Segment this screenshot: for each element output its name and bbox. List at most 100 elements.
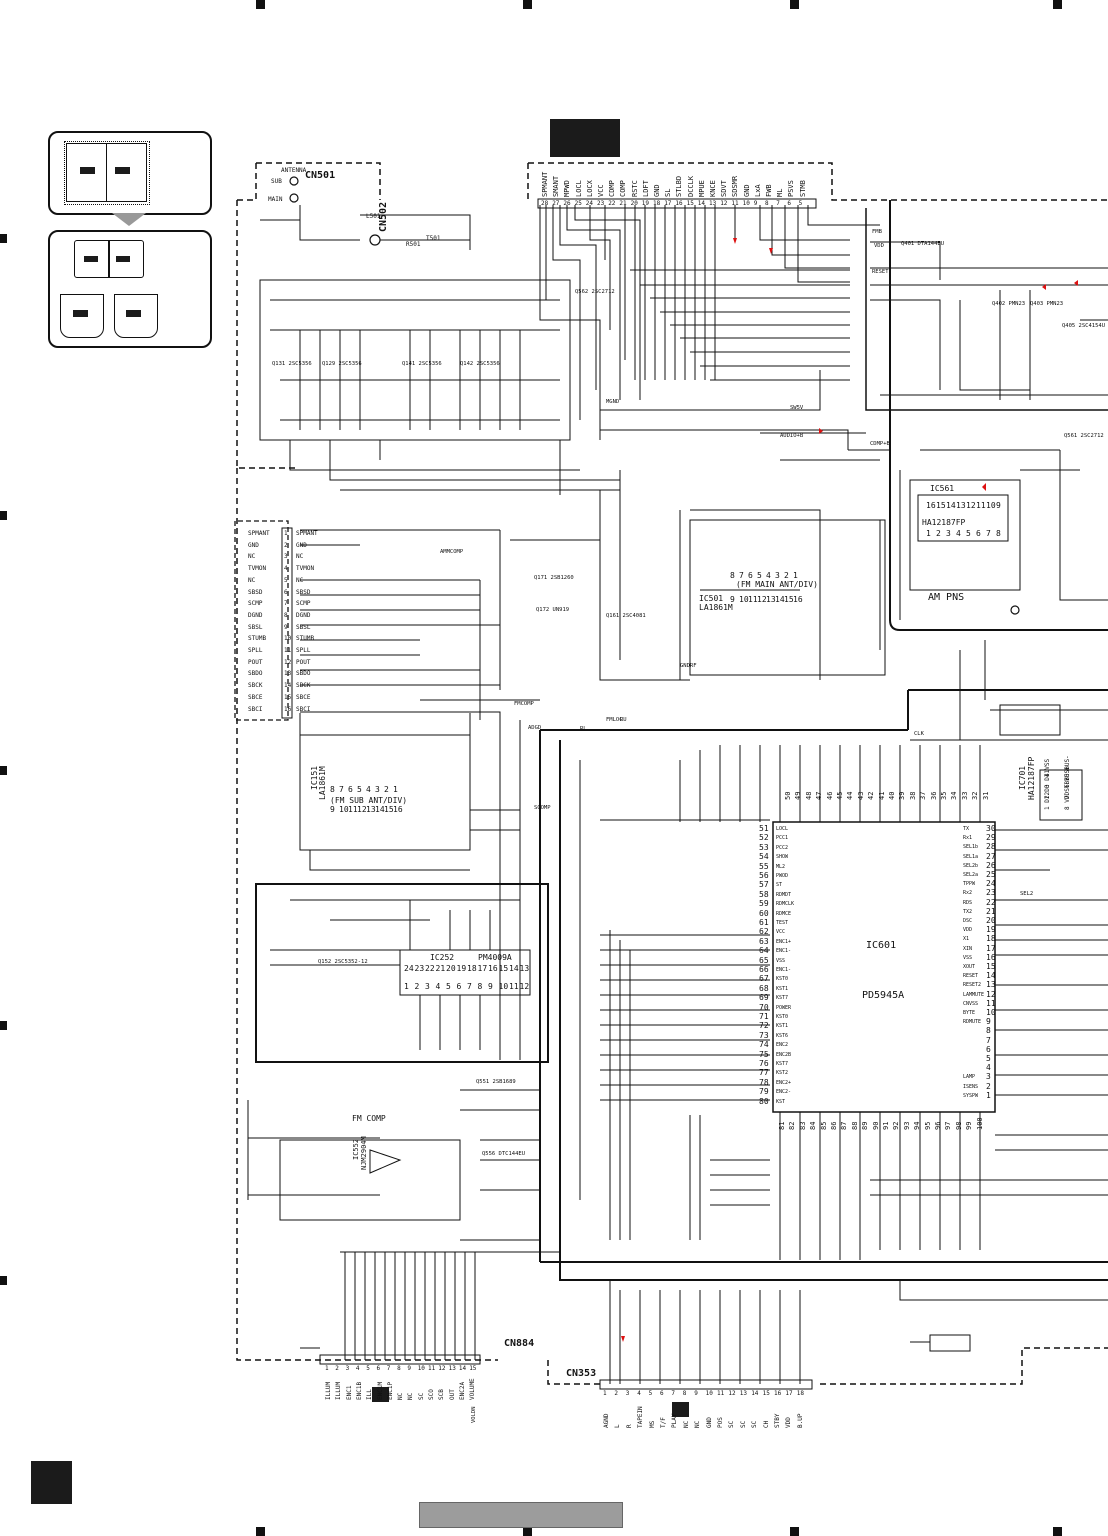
ic601-left-pin-signal: KST [776,1098,786,1105]
transistor-label: Q152 2SC5352-12 [318,959,368,965]
transistor-label: Q403 PMN23 [1030,301,1064,307]
ic601-left-pin-number: 76 [759,1059,769,1068]
bottom-left-connector-pin-label: ENC1M [376,1381,384,1400]
top-connector-pin-number: 25 [574,200,582,207]
ic561-pin-number: 3 [946,529,951,538]
ic252-pin-number: 18 [467,964,477,973]
ic151-pin-number: 3 [375,785,380,794]
top-connector-pin-label: SPMANT [541,171,549,197]
bottom-left-connector-pin-label: ENC2A [458,1381,466,1400]
ic501-pin-number: 16 [793,595,803,604]
bottom-left-connector-pin-label: ENC1P [386,1381,394,1400]
bottom-left-connector-pin-number: 9 [407,1365,412,1372]
ic601-right-pin-number: 16 [986,952,996,962]
ic501-ref: IC501 [699,594,724,603]
ic151-pin-number: 12 [357,805,367,814]
top-connector-pin-number: 15 [686,200,694,207]
ic601-bottom-pin-number: 91 [882,1121,890,1130]
ic601-top-pin-number: 38 [908,791,917,800]
bottom-left-connector-pin-label: ILLUM [325,1381,332,1400]
ic601-bottom-pin-number: 96 [934,1121,942,1130]
page-key-page-right [114,294,158,338]
page-key-mark [116,256,130,262]
left-connector-pin-number: 2 [284,541,288,549]
net-label: ADGD [528,725,542,731]
ic601-left-pin-number: 70 [759,1002,769,1012]
ic601-right-pin-number: 12 [986,989,996,999]
ic601-left-pin-number: 52 [759,833,769,843]
ic601-right-pin-number: 9 [986,1017,991,1027]
sheet-page-block [31,1461,72,1504]
ic601-left-pin-number: 54 [759,852,769,862]
net-label: FMLOC [606,717,623,723]
transistor-label: Q129 2SC5356 [322,361,362,367]
ic601-right-pin-signal: Rx2 [963,890,973,897]
ic552-title: FM COMP [352,1114,386,1123]
ic501-part: LA1861M [699,603,733,612]
registration-mark [0,511,7,520]
ic601-right-pin-signal: SEL2a [963,872,979,878]
ic151-pin-number: 10 [339,805,349,814]
left-connector-pin-label: SBDO [248,670,263,678]
ic252-pin-number: 17 [477,964,488,973]
ic601-right-pin-signal: SYSPW [963,1092,979,1099]
left-connector-pin-number: 5 [284,576,288,584]
left-connector-net-label: SCMP [296,600,311,608]
ic601-top-pin-number: 35 [940,791,948,800]
left-connector-pin-label: SBCE [248,693,263,701]
ic601-left-pin-signal: KST6 [776,1032,789,1039]
ic601-left-pin-number: 61 [759,918,769,927]
ic601-left-pin-number: 57 [759,880,769,890]
ic601-left-pin-number: 66 [759,965,769,974]
left-connector-pin-label: SPLL [248,647,263,654]
bottom-left-connector-pin-label: ILLUM [335,1381,343,1400]
ic601-bottom-pin-number: 95 [923,1121,932,1130]
ic601-right-pin-signal: TPPW [963,881,976,888]
top-connector-pin-number: 9 [753,200,758,207]
ic552-part: NJM2904M [360,1136,368,1170]
ic601-ref: IC601 [866,940,897,951]
bottom-right-connector-pin-number: 12 [728,1390,736,1397]
left-connector-pin-label: SBSL [248,623,263,631]
bottom-left-connector-pin-label: NC [407,1392,415,1400]
top-connector-pin-label: GND [742,184,751,197]
ic252-pin-number: 7 [467,982,472,991]
ic601-right-pin-signal: RDS [963,899,973,906]
bottom-right-connector-pin-label: CH [762,1420,770,1428]
page-key-bottom [48,230,212,348]
ic601-bottom-pin-number: 83 [798,1121,807,1130]
ic601-right-pin-signal: LAMP [963,1074,976,1081]
registration-mark [256,1527,265,1536]
left-connector-pin-number: 3 [284,553,288,561]
ic252-pin-number: 22 [425,964,435,973]
bottom-left-connector-pin-label: VOLUME [469,1378,477,1400]
bottom-right-connector-pin-number: 15 [762,1390,770,1397]
ic601-left-pin-signal: KST0 [776,976,789,983]
ic601-bottom-pin-number: 93 [902,1121,911,1130]
bottom-right-connector-pin-label: AGND [603,1413,610,1428]
left-connector-net-label: TVMON [296,565,315,573]
ic601-top-pin-number: 46 [825,791,834,800]
connector-marker [372,1387,389,1402]
ic601-top-pin-number: 50 [784,791,792,800]
bottom-right-connector-pin-label: POS [717,1417,724,1428]
bottom-right-connector-pin-number: 16 [774,1390,782,1397]
ic601-left-pin-signal: ST [776,882,783,889]
ic601-bottom-pin-number: 86 [830,1121,838,1130]
ic601-left-pin-number: 67 [759,974,769,984]
ic601-left-pin-signal: ENC2- [776,1089,792,1096]
ic601-left-pin-signal: KST1 [776,985,789,992]
ic501-pin-number: 14 [775,595,785,604]
net-label: CLK [914,731,924,737]
ic501-pin-number: 7 [739,571,744,580]
bottom-left-connector-pin-label: ILL [366,1389,374,1400]
ic561-pin-number: 15 [936,501,946,510]
cn501-pin-main: MAIN [268,196,283,203]
bottom-right-connector-pin-label: SC [728,1420,736,1428]
ic601-bottom-pin-number: 90 [871,1121,880,1130]
ic601-top-pin-number: 42 [867,791,876,800]
ic561-pin-number: 9 [996,501,1001,510]
left-connector-net-label: SBDO [296,670,311,678]
top-connector-pin-label: STMB [798,180,807,197]
bottom-right-connector-pin-label: PLAY [671,1413,679,1428]
